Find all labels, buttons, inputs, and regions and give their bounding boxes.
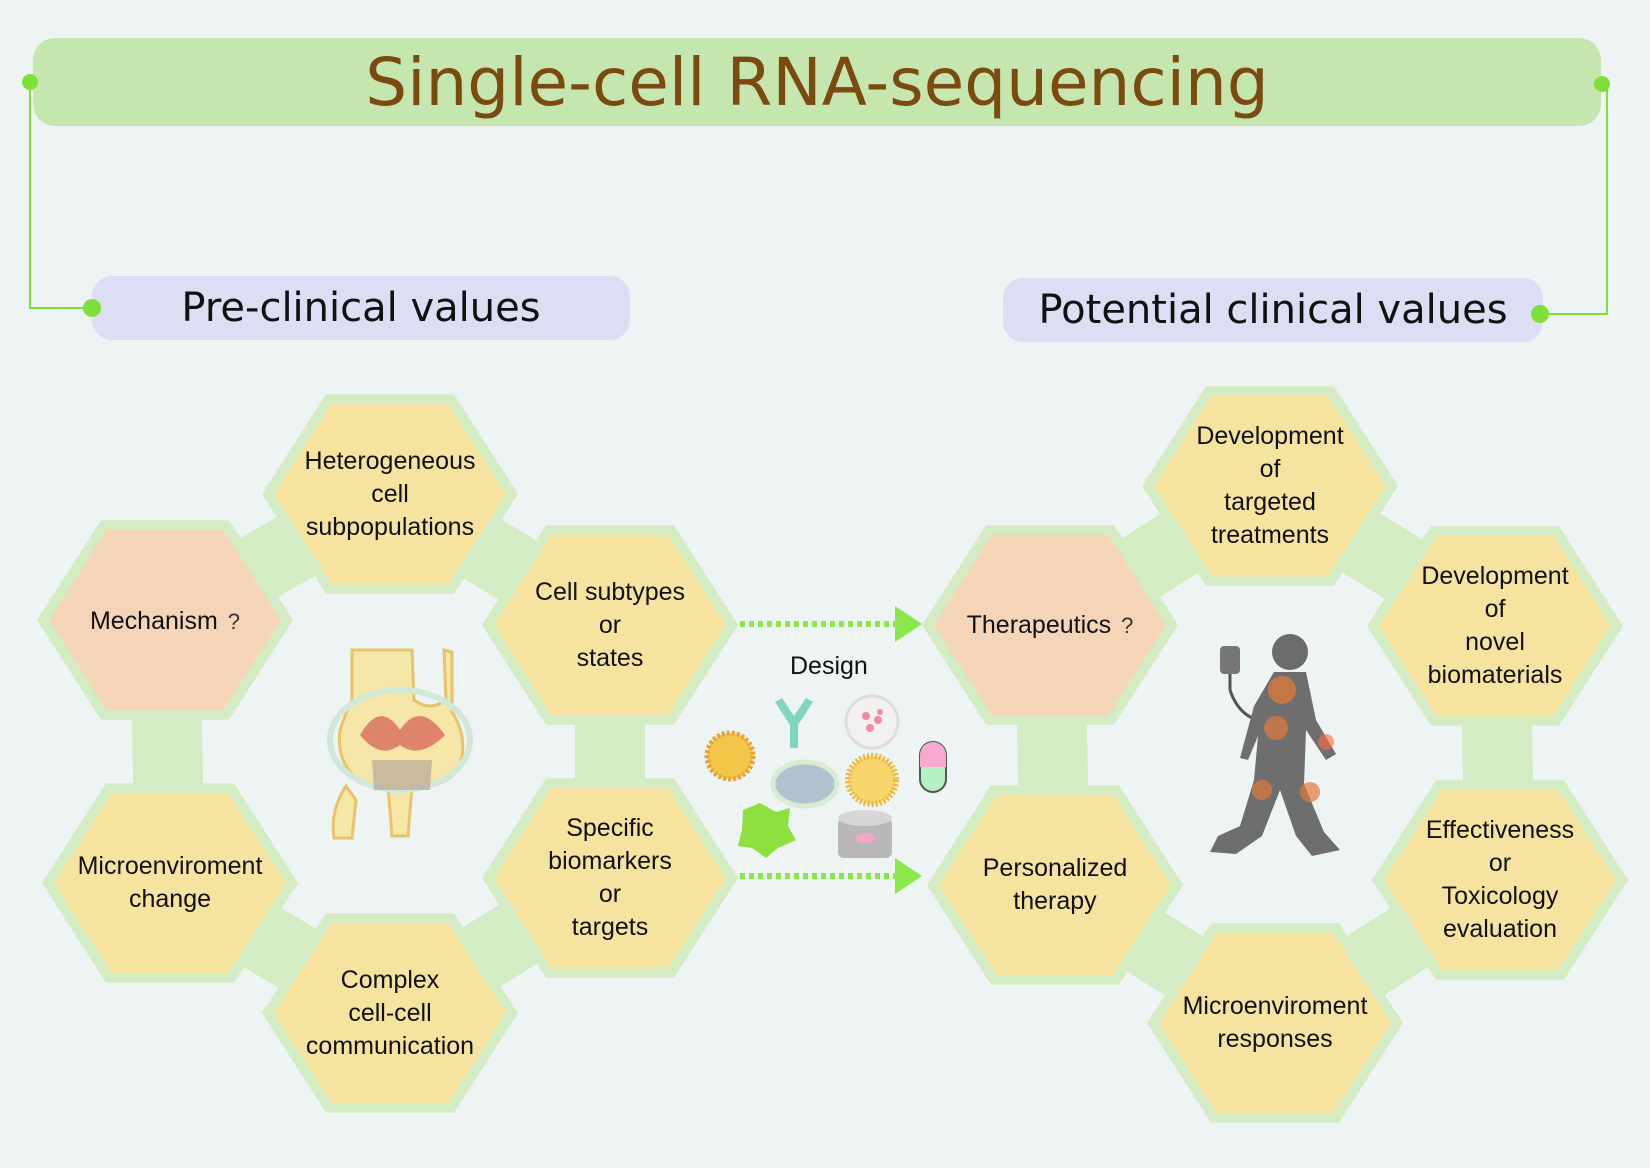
hexagon-cell-subtypes: [494, 534, 726, 716]
hex-specific-biomarkers: Specific biomarkers or targets: [548, 814, 672, 941]
knee-joint-icon: [327, 648, 473, 840]
drug-design-icons: [704, 694, 947, 858]
hexagon-targeted: [1154, 395, 1386, 577]
question-mark-icon: ?: [227, 608, 241, 634]
bracket-connector-left: [22, 74, 101, 317]
mechanism-label: Mechanism: [89, 606, 218, 635]
hexagon-heterogeneous: [274, 403, 506, 585]
hex-microenvironment-change: Microenviroment change: [77, 852, 263, 913]
therapeutics-label: Therapeutics: [966, 610, 1112, 639]
hex-therapeutics: Therapeutics?: [930, 580, 1170, 670]
hex-personalized-therapy: Personalized therapy: [982, 854, 1128, 915]
hex-novel-biomaterials: Development of novel biomaterials: [1421, 562, 1569, 689]
hexagon-biomarkers: [494, 787, 726, 969]
design-label: Design: [790, 652, 868, 680]
hex-effectiveness-toxicology: Effectiveness or Toxicology evaluation: [1425, 816, 1575, 943]
clinical-header: Potential clinical values: [1003, 278, 1543, 342]
title-banner: Single-cell RNA-sequencing: [33, 38, 1601, 126]
question-mark-icon: ?: [1121, 612, 1134, 638]
diagram-title: Single-cell RNA-sequencing: [365, 43, 1269, 121]
bracket-connector-right: [1531, 76, 1610, 323]
hex-complex-cell-communication: Complex cell-cell communication: [305, 965, 475, 1060]
hexagon-microenv-change: [54, 792, 286, 974]
patient-walking-icon: [1210, 634, 1340, 856]
hex-targeted-treatments: Development of targeted treatments: [1196, 422, 1344, 549]
hex-microenvironment-responses: Microenviroment responses: [1182, 992, 1368, 1053]
hexagon-microenv-resp: [1159, 932, 1391, 1114]
hex-cell-subtypes: Cell subtypes or states: [534, 577, 686, 672]
design-arrow-top: [740, 606, 922, 642]
hexagon-effectiveness: [1384, 789, 1616, 971]
hex-heterogeneous-cell-subpopulations: Heterogeneous cell subpopulations: [304, 446, 476, 541]
hexagon-personalized: [939, 794, 1171, 976]
pre-clinical-header: Pre-clinical values: [92, 276, 630, 340]
hexagon-therapeutics: [934, 534, 1166, 716]
hex-mechanism: Mechanism?: [55, 576, 275, 666]
hexagon-grid: [37, 386, 1628, 1123]
design-arrow-bottom: [740, 858, 922, 894]
hexagon-complex-comm: [274, 922, 506, 1104]
hexagon-biomaterials: [1379, 535, 1611, 717]
hexagon-mechanism: [49, 529, 281, 711]
